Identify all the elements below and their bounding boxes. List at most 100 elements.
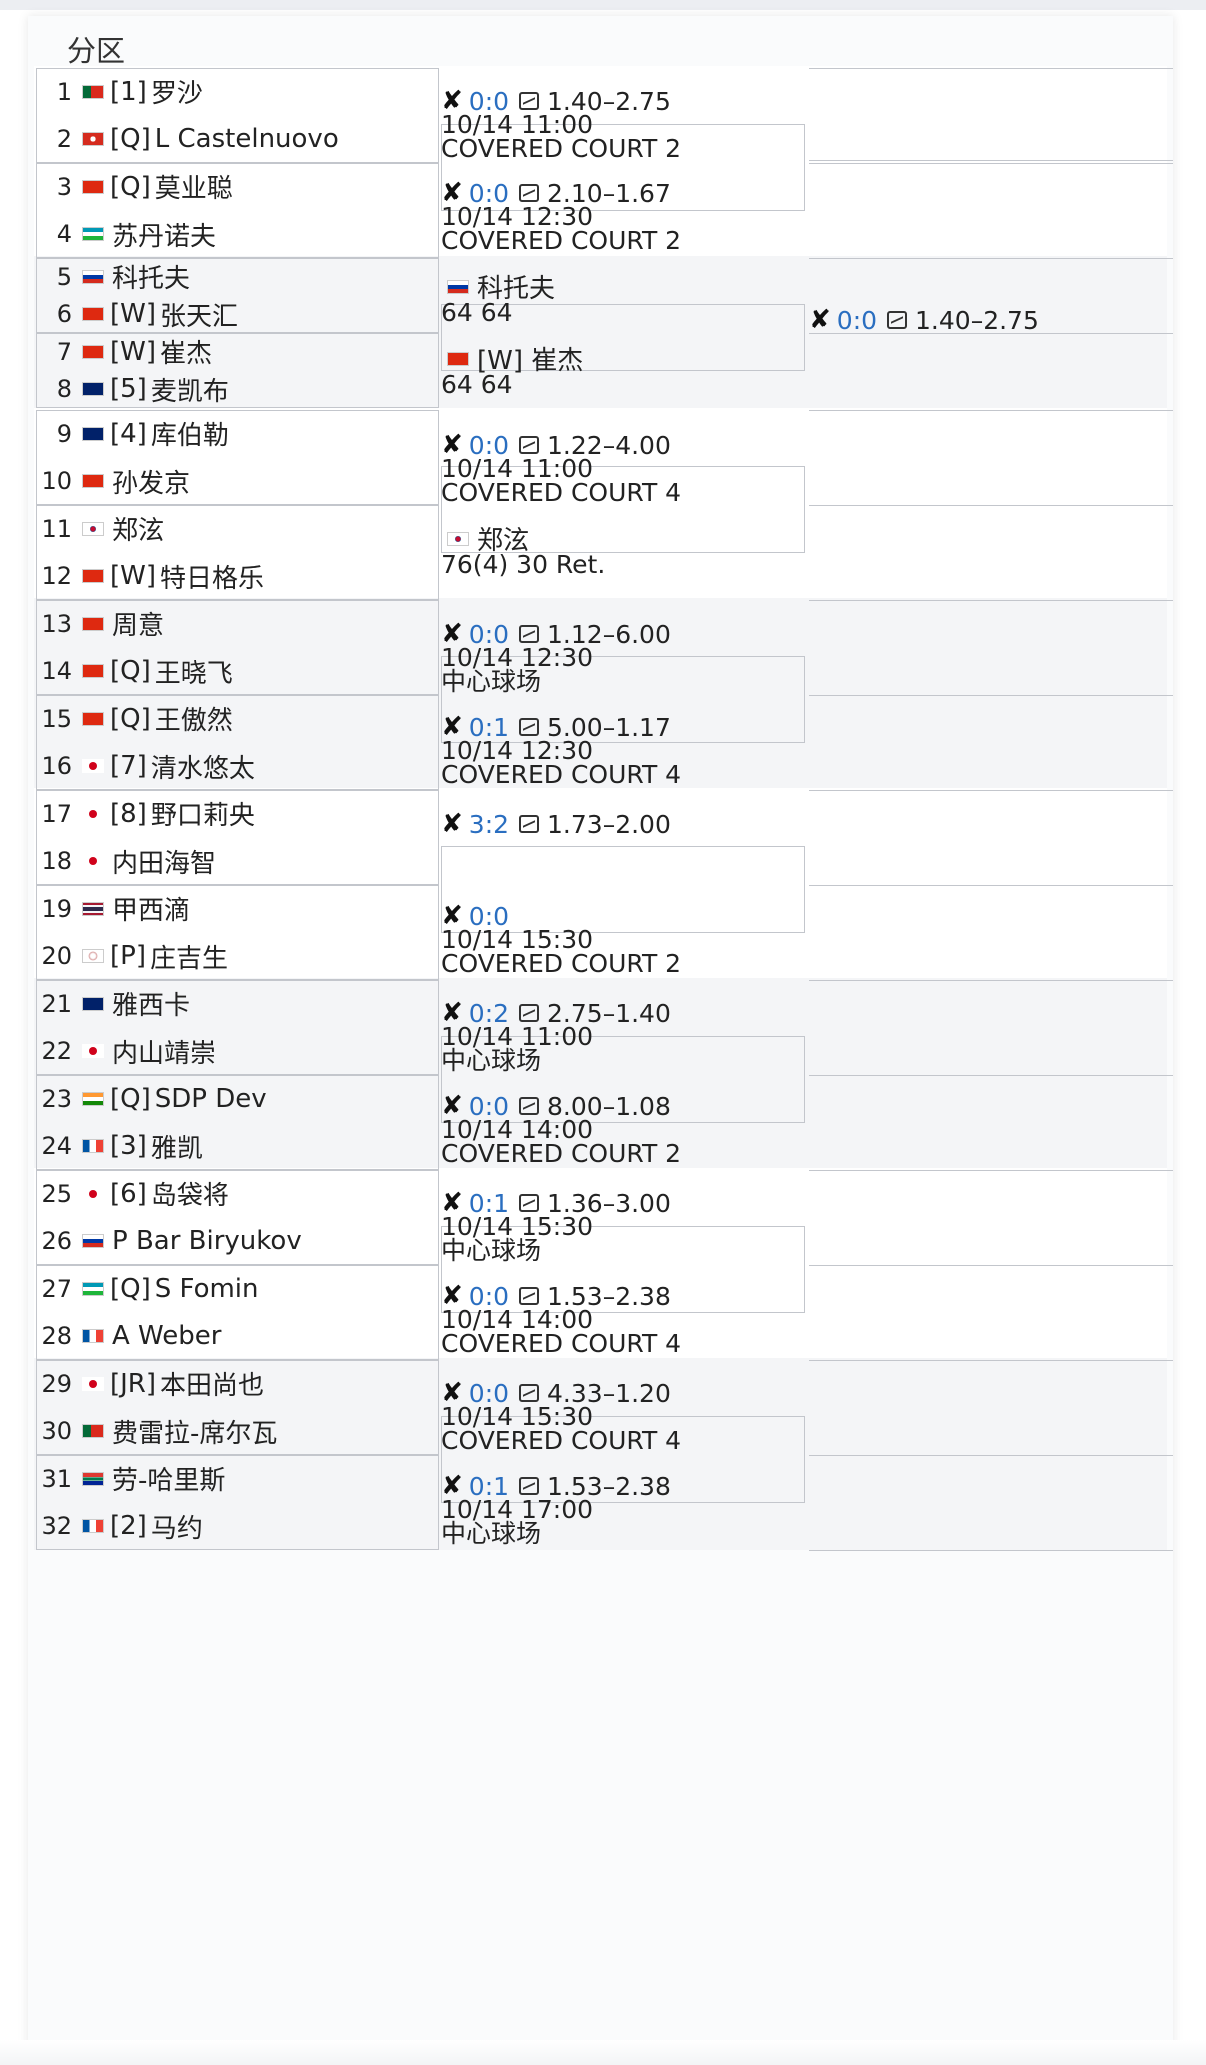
- trend-chart-icon[interactable]: [519, 184, 540, 202]
- player-row[interactable]: 32[2]马约: [36, 1503, 439, 1549]
- player-seed: [Q]: [110, 1083, 151, 1114]
- match-player-box: [36, 695, 439, 790]
- match-player-box: [36, 163, 439, 258]
- match-score[interactable]: 3:2: [468, 809, 510, 839]
- player-row[interactable]: 15[Q]王傲然: [36, 696, 439, 742]
- player-name: 孙发京: [112, 468, 191, 499]
- match-score[interactable]: 0:1: [468, 1188, 510, 1218]
- match-score[interactable]: 0:1: [468, 712, 510, 742]
- flag-icon-ch: [82, 132, 104, 147]
- match-winner: [W] 崔杰: [441, 340, 583, 377]
- match-score[interactable]: 0:0: [468, 901, 510, 931]
- player-row[interactable]: 14[Q]王晓飞: [36, 648, 439, 694]
- tennis-cross-icon: ✘: [441, 901, 463, 931]
- player-name: 麦凯布: [150, 376, 229, 407]
- trend-chart-icon[interactable]: [519, 1384, 540, 1402]
- player-row[interactable]: 6[W]张天汇: [36, 291, 439, 337]
- match-score[interactable]: 0:0: [468, 1378, 510, 1408]
- player-row[interactable]: 27[Q]S Fomin: [36, 1266, 439, 1312]
- player-row[interactable]: 7[W]崔杰: [36, 329, 439, 375]
- match-score[interactable]: 0:0: [468, 178, 510, 208]
- round2-line: [809, 600, 1173, 601]
- winner-name: 科托夫: [477, 274, 556, 304]
- trend-chart-icon[interactable]: [519, 1477, 540, 1495]
- trend-chart-icon[interactable]: [519, 625, 540, 643]
- player-row[interactable]: 24[3]雅凯: [36, 1123, 439, 1169]
- trend-chart-icon[interactable]: [519, 1287, 540, 1305]
- player-row[interactable]: 12[W]特日格乐: [36, 553, 439, 599]
- player-name: A Weber: [112, 1321, 222, 1352]
- match-score[interactable]: 0:0: [468, 1281, 510, 1311]
- trend-chart-icon[interactable]: [519, 436, 540, 454]
- trend-chart-icon[interactable]: [519, 1194, 540, 1212]
- round2-line: [809, 160, 1173, 161]
- match-score[interactable]: 0:0: [468, 430, 510, 460]
- match-time: 10/14 14:00: [441, 1305, 594, 1334]
- trend-chart-icon[interactable]: [519, 1004, 540, 1022]
- player-number: 2: [56, 125, 72, 154]
- match-odds: 1.40–2.75: [547, 86, 671, 116]
- player-row[interactable]: 25[6]岛袋将: [36, 1171, 439, 1217]
- trend-chart-icon[interactable]: [519, 815, 540, 833]
- match-time: 10/14 12:30: [441, 736, 594, 765]
- match-odds-line[interactable]: ✘0:0: [441, 901, 519, 931]
- match-score[interactable]: 0:0: [836, 305, 878, 335]
- flag-icon-ru: [447, 279, 469, 294]
- match-score[interactable]: 0:1: [468, 1471, 510, 1501]
- player-row[interactable]: 9[4]库伯勒: [36, 411, 439, 457]
- player-row[interactable]: 2[Q]L Castelnuovo: [36, 116, 439, 162]
- match-odds: 1.53–2.38: [547, 1471, 671, 1501]
- match-score[interactable]: 0:0: [468, 1091, 510, 1121]
- trend-chart-icon[interactable]: [519, 92, 540, 110]
- match-court: COVERED COURT 2: [441, 134, 682, 163]
- player-row[interactable]: 16[7]清水悠太: [36, 743, 439, 789]
- player-row[interactable]: 8[5]麦凯布: [36, 366, 439, 412]
- trend-chart-icon[interactable]: [887, 311, 908, 329]
- player-row[interactable]: 3[Q]莫业聪: [36, 164, 439, 210]
- match-player-box: [36, 505, 439, 600]
- match-score[interactable]: 0:0: [468, 86, 510, 116]
- flag-icon-jp: [82, 1186, 104, 1201]
- player-row[interactable]: 17[8]野口莉央: [36, 791, 439, 837]
- player-number: 15: [41, 704, 72, 733]
- flag-icon-za: [82, 1471, 104, 1486]
- round2-line: [809, 68, 1173, 69]
- player-row[interactable]: 29[JR]本田尚也: [36, 1361, 439, 1407]
- player-row[interactable]: 20[P]庄吉生: [36, 933, 439, 979]
- trend-chart-icon[interactable]: [519, 718, 540, 736]
- player-row[interactable]: 23[Q]SDP Dev: [36, 1076, 439, 1122]
- player-row[interactable]: 1[1]罗沙: [36, 69, 439, 115]
- match-player-box: [36, 258, 439, 333]
- match-score[interactable]: 0:0: [468, 619, 510, 649]
- match-score[interactable]: 0:2: [468, 998, 510, 1028]
- round2-line: [809, 1360, 1173, 1361]
- trend-chart-icon[interactable]: [519, 1097, 540, 1115]
- round2-line: [809, 163, 1173, 164]
